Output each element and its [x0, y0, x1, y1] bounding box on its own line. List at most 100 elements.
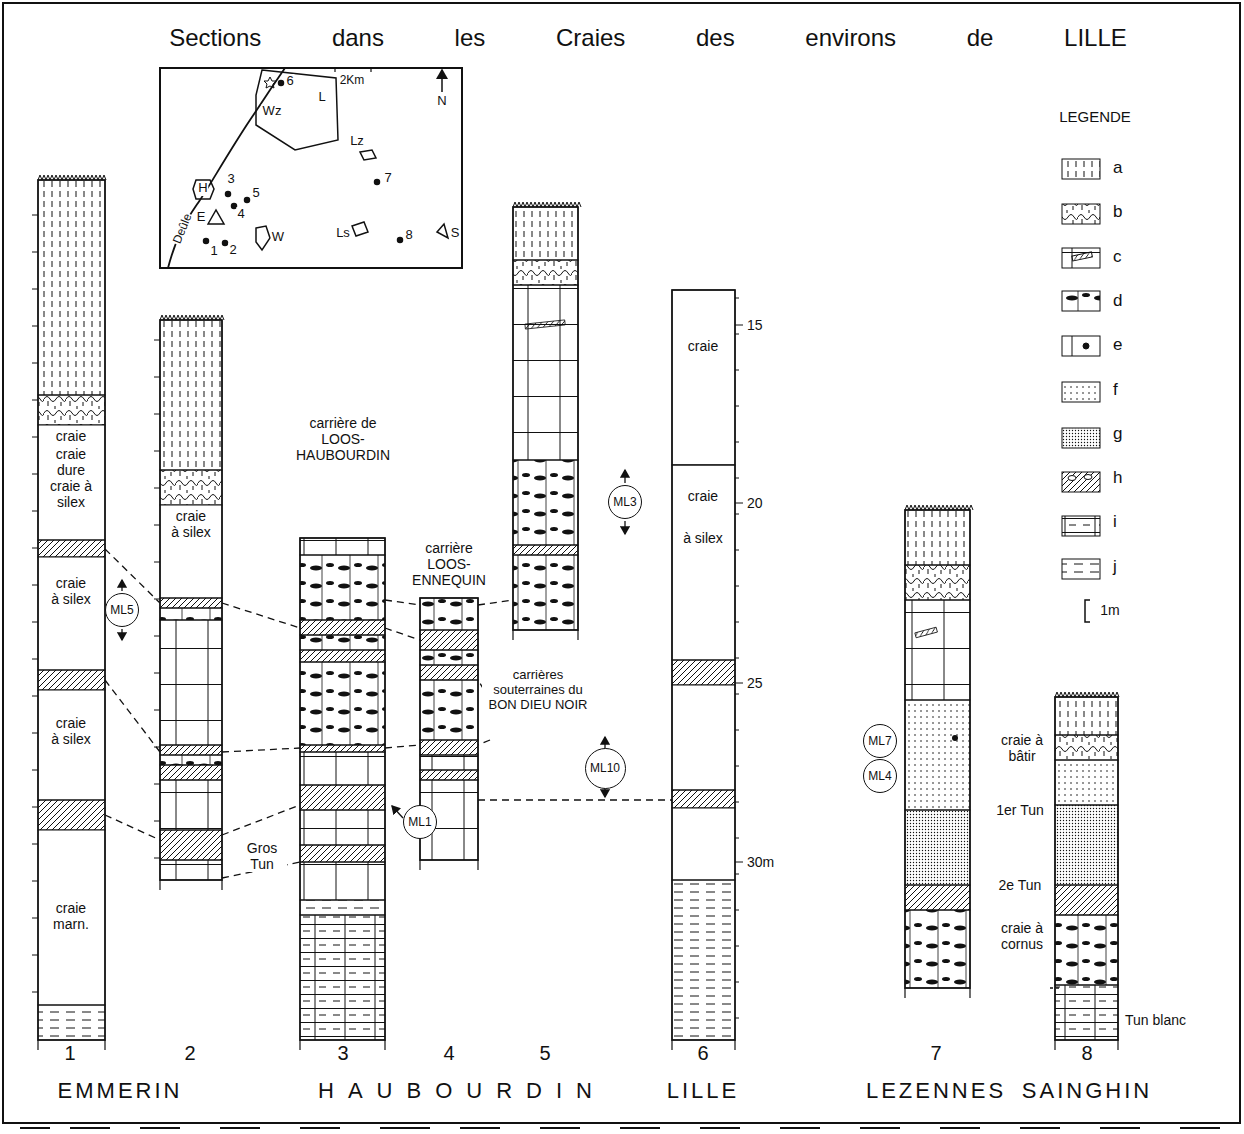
quarry-label: carrières souterraines du BON DIEU NOIR [482, 668, 594, 713]
column-outline [1055, 697, 1118, 1040]
column-outline [672, 290, 735, 1040]
rock-layer [420, 770, 478, 780]
layer-label: craie à silex [170, 508, 212, 540]
section-number: 8 [1080, 1042, 1093, 1065]
layer-label: craie à silex [50, 715, 92, 747]
depth-label: 20 [746, 495, 764, 511]
legend-label: b [1112, 202, 1123, 222]
map-label: H [197, 181, 208, 196]
map-label: 6 [285, 74, 294, 89]
sample-circle: ML7 [863, 724, 897, 758]
rock-layer [38, 557, 105, 670]
map-label: 5 [251, 186, 260, 201]
sample-arrows [122, 470, 1060, 988]
rock-layer [300, 745, 385, 752]
map-label: 3 [226, 172, 235, 187]
section-number: 2 [183, 1042, 196, 1065]
rock-layer [672, 465, 735, 660]
sample-code: ML7 [868, 734, 891, 748]
sample-code: ML1 [408, 815, 431, 829]
rock-layer [1055, 915, 1118, 985]
rock-layer [38, 830, 105, 1005]
column-base [905, 988, 970, 998]
stratigraphic-columns [32, 175, 1119, 1050]
rock-layer [160, 598, 222, 608]
legend-label: h [1112, 468, 1123, 488]
rock-layer [160, 780, 222, 830]
rock-layer [300, 862, 385, 900]
rock-layer [513, 555, 578, 630]
rock-layer [672, 880, 735, 1040]
rock-layer [38, 425, 105, 540]
border-dashes [20, 1127, 1220, 1129]
map-label: 8 [404, 228, 413, 243]
layer-label: craie à bâtir [998, 732, 1046, 764]
locality-name: LEZENNES [865, 1078, 1007, 1103]
rock-layer [300, 538, 385, 555]
legend-swatches [1062, 159, 1100, 622]
layer-label: craie à silex [50, 575, 92, 607]
section-number: 5 [538, 1042, 551, 1065]
rock-layer [1055, 760, 1118, 805]
locality-name: LILLE [666, 1078, 741, 1103]
rock-layer [420, 740, 478, 755]
rock-layer [905, 565, 970, 600]
section-number: 4 [442, 1042, 455, 1065]
column-outline [300, 538, 385, 1040]
scale-label: 1m [1099, 602, 1120, 618]
depth-label: 25 [746, 675, 764, 691]
rock-layer [160, 320, 222, 470]
legend-title: LEGENDE [1058, 108, 1132, 125]
layer-label: craie marn. [40, 900, 102, 932]
rock-layer [905, 810, 970, 885]
rock-layer [300, 650, 385, 662]
silicified-bar [915, 627, 938, 638]
map-label: Ls [335, 226, 351, 241]
rock-layer [160, 608, 222, 620]
rock-layer [160, 860, 222, 880]
layer-label: craie à silex [682, 475, 724, 559]
rock-layer [1055, 985, 1118, 1040]
legend-label: j [1112, 557, 1118, 577]
locality-name: EMMERIN [57, 1078, 184, 1103]
rock-layer [38, 670, 105, 690]
legend-label: i [1112, 512, 1118, 532]
map-label: 1 [209, 244, 218, 259]
map-label: W [271, 230, 285, 245]
rock-layer [672, 790, 735, 808]
sample-code: ML5 [110, 603, 133, 617]
rock-layer [420, 755, 478, 770]
quarry-label: carrière de LOOS-HAUBOURDIN [287, 415, 399, 463]
sample-circle: ML3 [608, 485, 642, 519]
rock-layer [513, 285, 578, 460]
rock-layer [160, 830, 222, 860]
rock-layer [513, 460, 578, 545]
rock-layer [905, 910, 970, 988]
soil-top [38, 175, 106, 180]
rock-layer [1055, 805, 1118, 885]
layer-label: craie [55, 428, 87, 444]
soil-top [513, 202, 581, 207]
map-label: E [196, 210, 207, 225]
rock-layer [300, 555, 385, 620]
section-number: 6 [696, 1042, 709, 1065]
map-label: S [450, 226, 461, 241]
column-base [160, 880, 222, 890]
legend-label: g [1112, 424, 1123, 444]
rock-layer [420, 598, 478, 630]
column-outline [160, 320, 222, 880]
depth-label: 30m [746, 854, 775, 870]
rock-layer [672, 660, 735, 685]
rock-layer [160, 745, 222, 755]
frame [3, 3, 1240, 1123]
legend-label: c [1112, 247, 1123, 267]
nodule [952, 735, 958, 741]
marker-bed-label: 1er Tun [995, 802, 1044, 818]
silicified-bar [525, 320, 565, 329]
rock-layer [300, 752, 385, 785]
map-label: Lz [349, 134, 365, 149]
legend-label: a [1112, 158, 1123, 178]
rock-layer [38, 395, 105, 425]
river-label: Deûle [170, 211, 195, 247]
